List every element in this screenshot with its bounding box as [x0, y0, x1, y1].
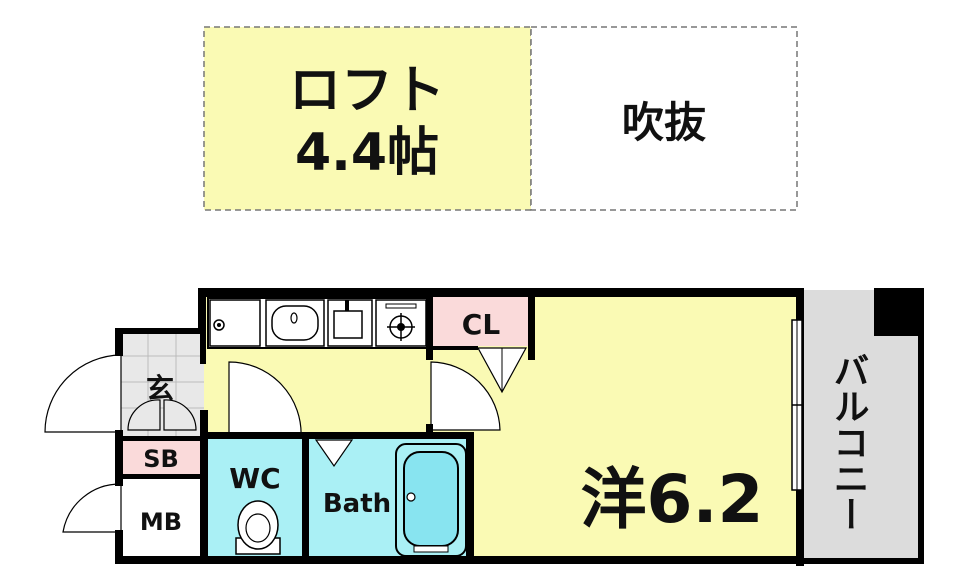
meterbox-floor	[121, 478, 204, 560]
entrance-label: 玄	[146, 372, 174, 405]
entrance-door-swing	[44, 354, 122, 433]
balcony-label: バルコニー	[828, 352, 869, 532]
entrance-inner-door	[127, 399, 197, 431]
washer-icon	[209, 299, 261, 347]
loft-section: ロフト 4.4帖 吹抜	[203, 26, 798, 211]
bathtub	[395, 443, 467, 557]
bath-label: Bath	[323, 489, 391, 519]
loft-size-label: 4.4帖	[295, 123, 439, 183]
room-door-swing	[430, 361, 501, 431]
kitchen-counter	[207, 297, 429, 349]
loft-area	[203, 26, 532, 211]
toilet-label: WC	[229, 462, 280, 495]
void-label: 吹抜	[622, 98, 706, 147]
closet-label: CL	[462, 308, 501, 341]
western-room-label: 洋6.2	[581, 461, 764, 538]
room-labels: CL 玄 SB MB WC Bath 洋6.2 バルコニー	[140, 308, 869, 538]
closet-floor	[433, 296, 528, 346]
meterbox-label: MB	[140, 508, 182, 536]
bath-door-indicator	[314, 439, 354, 468]
shoebox-label: SB	[143, 445, 179, 473]
door-swings	[44, 354, 501, 533]
meterbox-door-swing	[62, 483, 122, 533]
balcony-window	[791, 319, 803, 491]
void-area	[530, 26, 798, 211]
toilet-icon	[235, 500, 281, 555]
shoebox-floor	[121, 440, 204, 475]
loft-label: ロフト	[289, 61, 445, 121]
